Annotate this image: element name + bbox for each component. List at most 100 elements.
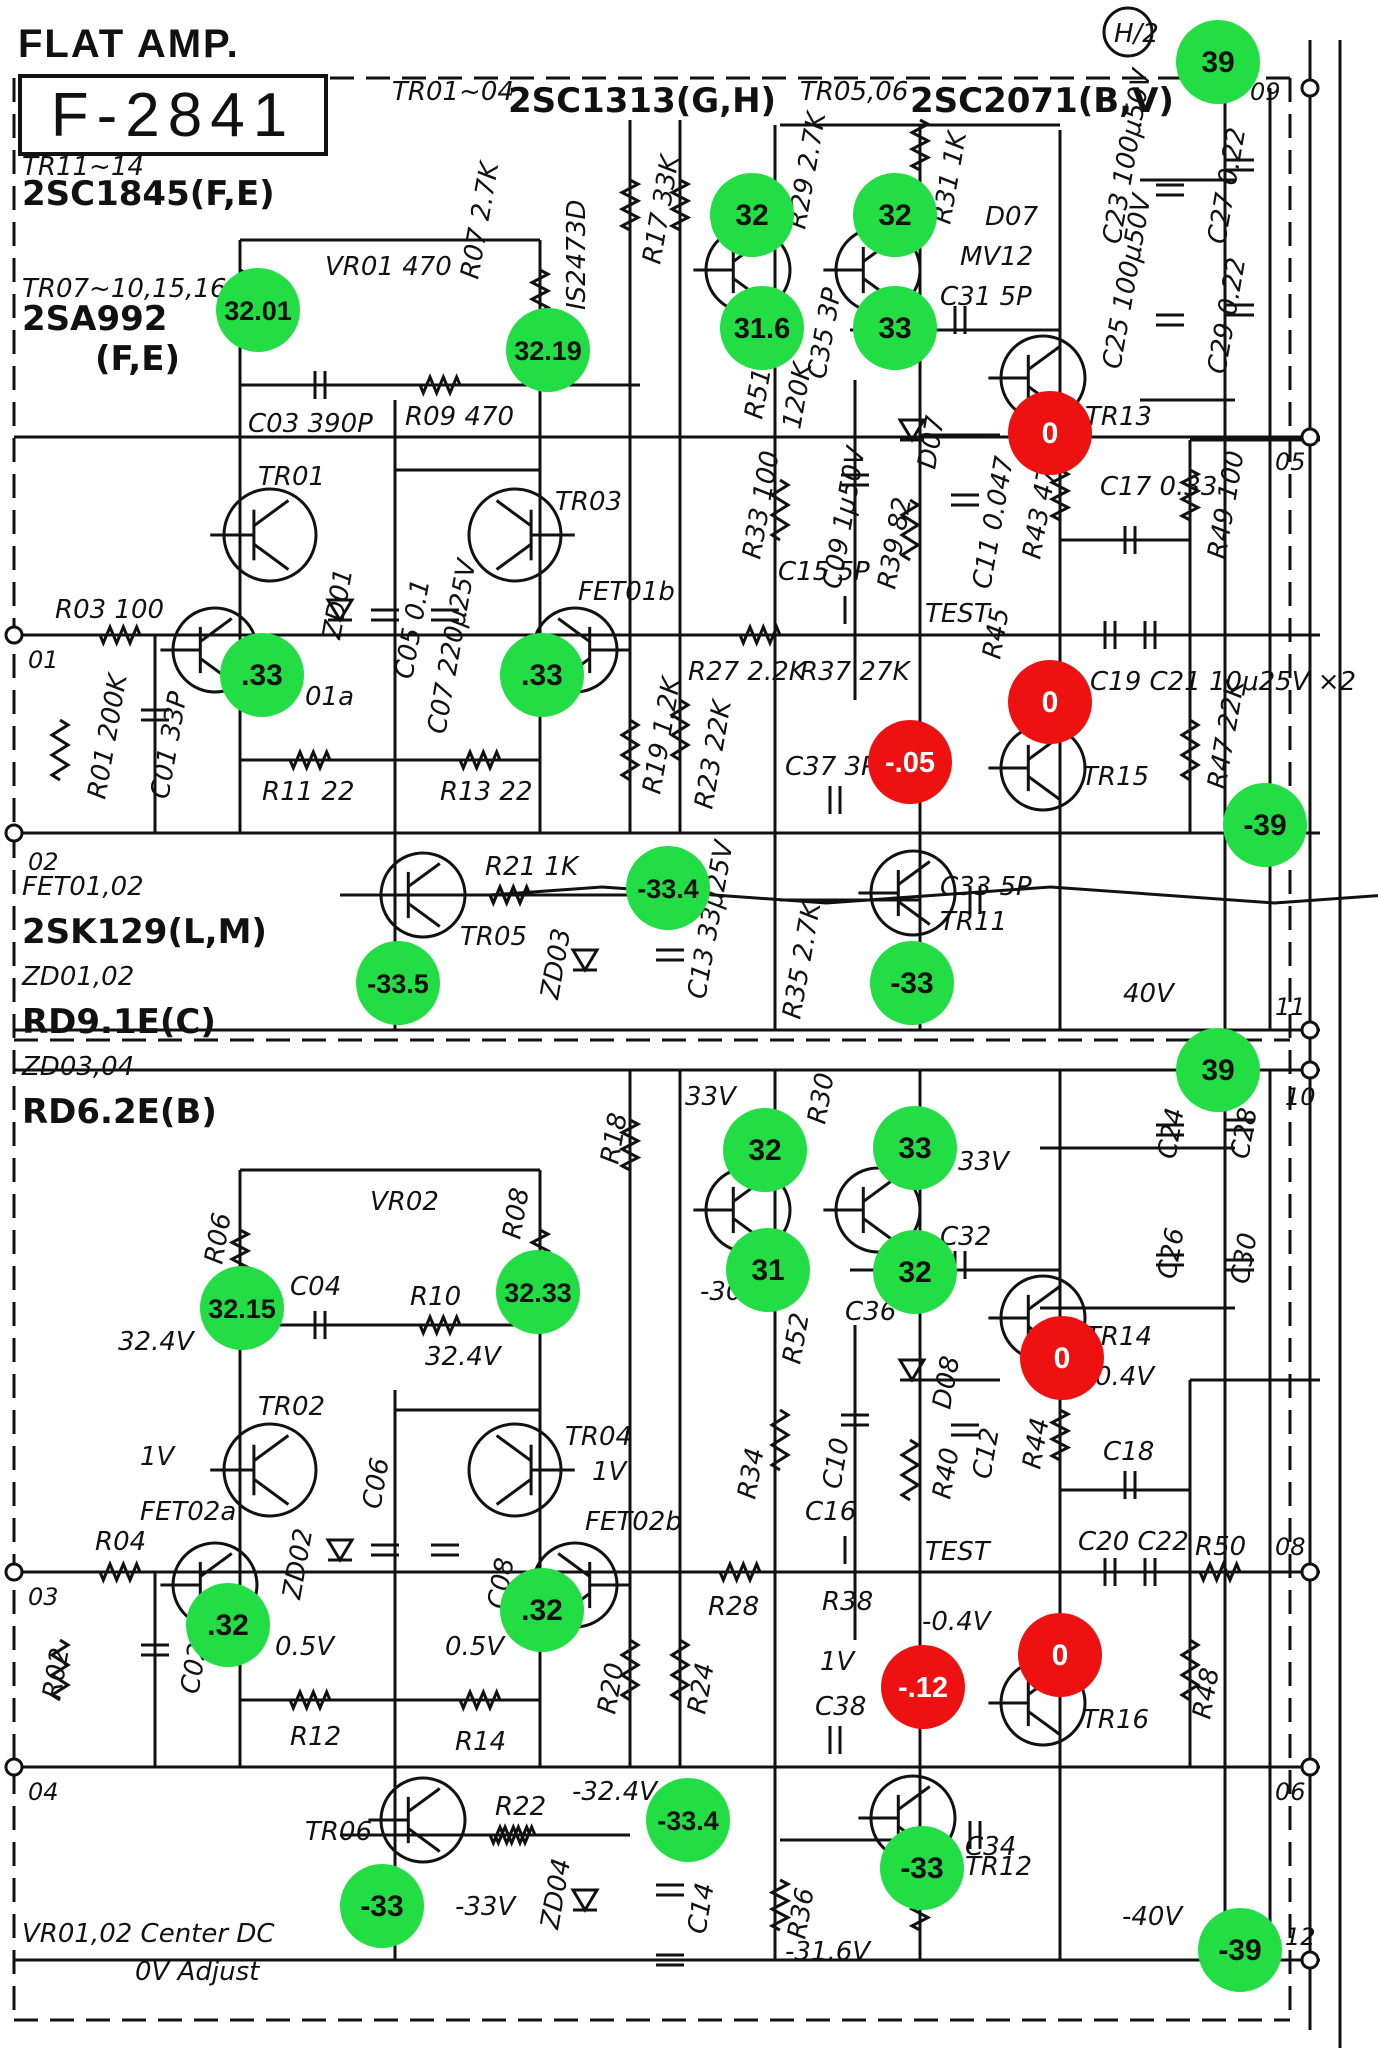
fet01a-symbol-collector <box>199 617 233 643</box>
terminal-label: 10 <box>1285 1083 1316 1111</box>
label-c24: C24 <box>1152 1106 1190 1162</box>
label-c03: C03 390P <box>248 409 373 439</box>
measurement-value: -.12 <box>898 1672 948 1704</box>
label-c34: C34 <box>965 1832 1016 1862</box>
part-ref-tr01: TR01~04 <box>392 77 514 107</box>
ok-marker <box>853 286 937 370</box>
tr04-symbol <box>467 1422 575 1518</box>
measurement-value: -33.4 <box>657 1806 719 1836</box>
ok-marker <box>356 941 440 1025</box>
resistor <box>908 118 932 172</box>
label-r13: R13 22 <box>440 777 533 807</box>
measurement-marker: 39 <box>1176 1028 1260 1112</box>
measurement-marker: 39 <box>1176 20 1260 104</box>
measurement-value: 32.01 <box>224 296 292 326</box>
tr08-symbol-emitter <box>862 1217 896 1243</box>
ok-marker <box>186 1583 270 1667</box>
part-type-tr05: 2SC2071(B,V) <box>910 81 1174 121</box>
part-ref-zd01: ZD01,02 <box>21 962 134 992</box>
label-c01: C01 33P <box>145 689 193 801</box>
label-zd04: ZD04 <box>535 1856 577 1932</box>
tr04-symbol-collector <box>495 1434 532 1463</box>
resistor <box>619 1638 641 1702</box>
terminal-label: 03 <box>28 1583 59 1611</box>
label-fet02a: FET02a <box>140 1497 236 1527</box>
label-c30: C30 <box>1225 1231 1263 1287</box>
label-tr02: TR02 <box>258 1392 325 1422</box>
label-vr01: VR01 470 <box>325 252 452 282</box>
resistor <box>668 178 692 232</box>
label-r01: R01 200K <box>82 670 134 801</box>
measurement-marker: 32.33 <box>496 1250 580 1334</box>
label-r03: R03 100 <box>55 595 164 625</box>
tr06-symbol <box>368 1776 467 1864</box>
label-c11: C11 0.047 <box>967 454 1020 592</box>
terminal-label: 05 <box>1275 448 1306 476</box>
terminal-12 <box>1300 1950 1320 1970</box>
measurement-marker: .33 <box>220 633 304 717</box>
label-c38: C38 <box>815 1692 866 1722</box>
resistor <box>1178 468 1202 522</box>
label-c14: C14 <box>682 1881 720 1937</box>
diode <box>570 1888 600 1913</box>
label-fet01a: 01a <box>305 682 354 712</box>
label-r24: R24 <box>682 1661 720 1717</box>
terminal-label: 01 <box>28 646 59 674</box>
fet02a-symbol-collector <box>199 1552 233 1578</box>
measurement-value: -.05 <box>885 747 935 779</box>
label-v316: -31.6V <box>785 1937 872 1967</box>
measurement-value: 31.6 <box>734 313 790 345</box>
label-v324b: 32.4V <box>425 1342 503 1372</box>
label-r49: R49 100 <box>1202 449 1250 562</box>
resistor <box>1179 718 1201 782</box>
label-tr05l: TR05 <box>460 922 527 952</box>
label-tr01l: TR01 <box>258 462 325 492</box>
measurement-value: 32.33 <box>504 1278 572 1308</box>
label-r12: R12 <box>290 1722 341 1752</box>
tr12-symbol-collector <box>897 1785 931 1811</box>
label-tr12: TR12 <box>965 1852 1032 1882</box>
tr11-symbol-collector <box>897 860 931 886</box>
tr14-symbol-collector <box>1027 1285 1061 1311</box>
tr04-symbol-emitter <box>495 1477 532 1506</box>
label-tr15: TR15 <box>1082 762 1149 792</box>
diode <box>897 1358 927 1383</box>
label-v05a: 0.5V <box>275 1632 336 1662</box>
resistor <box>458 748 502 772</box>
diode <box>325 598 355 623</box>
label-c27: C27 0.22 <box>1202 125 1252 246</box>
tr03-symbol <box>467 487 575 583</box>
label-c28: C28 <box>1225 1106 1263 1162</box>
measurement-marker: 32.15 <box>200 1266 284 1350</box>
tr08-symbol-collector <box>862 1177 896 1203</box>
part-type-zd01: RD9.1E(C) <box>22 1002 216 1042</box>
label-r48: R48 <box>1187 1666 1225 1722</box>
resistor <box>899 498 921 562</box>
measurement-marker: 32 <box>853 173 937 257</box>
measurement-marker: .32 <box>500 1568 584 1652</box>
resistor <box>738 623 782 647</box>
label-r40: R40 <box>927 1446 965 1502</box>
label-zd01l: ZD01 <box>317 566 359 642</box>
label-c37: C37 3P <box>785 752 877 782</box>
resistor <box>718 1560 762 1584</box>
part-type-tr11_14: 2SC1845(F,E) <box>22 174 275 214</box>
label-r07: R07 2.7K <box>455 158 505 281</box>
measurement-marker: .32 <box>186 1583 270 1667</box>
label-r44: R44 <box>1017 1416 1055 1472</box>
ok-marker <box>1198 1908 1282 1992</box>
label-v324n: -32.4V <box>572 1777 659 1807</box>
label-v33b: 33V <box>958 1147 1011 1177</box>
fault-marker <box>1008 391 1092 475</box>
label-r20: R20 <box>592 1661 630 1717</box>
ok-marker <box>506 308 590 392</box>
tr03-symbol-emitter <box>495 542 532 571</box>
label-fet02b: FET02b <box>585 1507 682 1537</box>
label-r33: R33 100 <box>737 449 785 562</box>
fet01b-symbol-collector <box>557 617 591 643</box>
resistor <box>1198 1560 1242 1584</box>
label-c31: C31 5P <box>940 282 1032 312</box>
measurement-value: 32 <box>878 199 911 232</box>
measurement-marker: -39 <box>1198 1908 1282 1992</box>
